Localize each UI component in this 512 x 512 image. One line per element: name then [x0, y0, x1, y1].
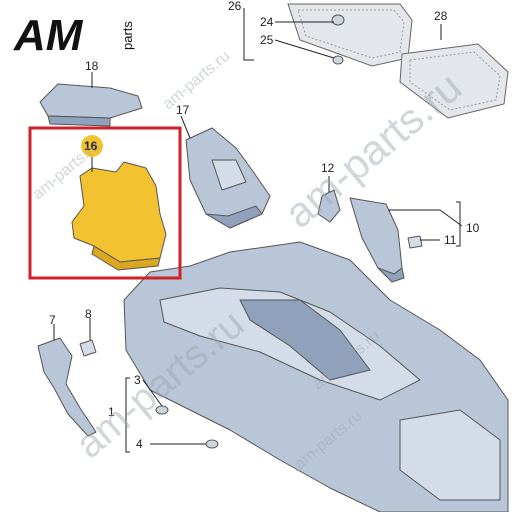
part-4-bolt[interactable] — [205, 439, 219, 449]
part-17-liner[interactable] — [185, 127, 271, 229]
highlight-frame — [28, 126, 182, 280]
callout-11: 11 — [444, 233, 457, 247]
logo-sub-text: parts — [120, 21, 135, 50]
part-25-clip[interactable] — [332, 55, 344, 65]
callout-4: 4 — [136, 437, 143, 451]
part-7-pillar-trim[interactable] — [37, 337, 97, 437]
bracket-1 — [125, 377, 130, 453]
callout-16-badge — [81, 135, 103, 157]
callout-7: 7 — [49, 313, 56, 327]
am-parts-logo: AM parts — [13, 11, 135, 60]
part-11-clip[interactable] — [407, 235, 423, 249]
callout-3: 3 — [134, 373, 141, 387]
callout-25: 25 — [260, 33, 274, 47]
leader-lines — [53, 21, 463, 445]
part-24-clip[interactable] — [331, 14, 345, 26]
logo-main-text: AM — [13, 11, 84, 60]
bracket-26 — [243, 8, 254, 61]
floor-mat-front-right[interactable] — [287, 3, 413, 67]
main-floor-carpet[interactable] — [123, 241, 509, 512]
bracket-10 — [456, 201, 461, 247]
callout-8: 8 — [85, 307, 92, 321]
part-16-highlighted[interactable] — [71, 161, 167, 271]
callout-16: 16 — [84, 139, 98, 153]
callout-10: 10 — [466, 221, 480, 235]
part-10-trim-panel[interactable] — [349, 197, 405, 283]
callout-26: 26 — [228, 0, 242, 13]
watermark-2: am-parts.ru — [160, 47, 234, 113]
callout-17: 17 — [176, 103, 190, 117]
part-18-insulation[interactable] — [39, 83, 143, 127]
callout-28: 28 — [434, 9, 448, 23]
callout-18: 18 — [85, 59, 99, 73]
callout-1: 1 — [108, 405, 115, 419]
callout-12: 12 — [321, 161, 335, 175]
part-8-clip[interactable] — [79, 339, 97, 357]
part-12-clip[interactable] — [317, 189, 341, 223]
callout-24: 24 — [260, 15, 274, 29]
floor-mat-rear-right[interactable] — [399, 43, 509, 119]
